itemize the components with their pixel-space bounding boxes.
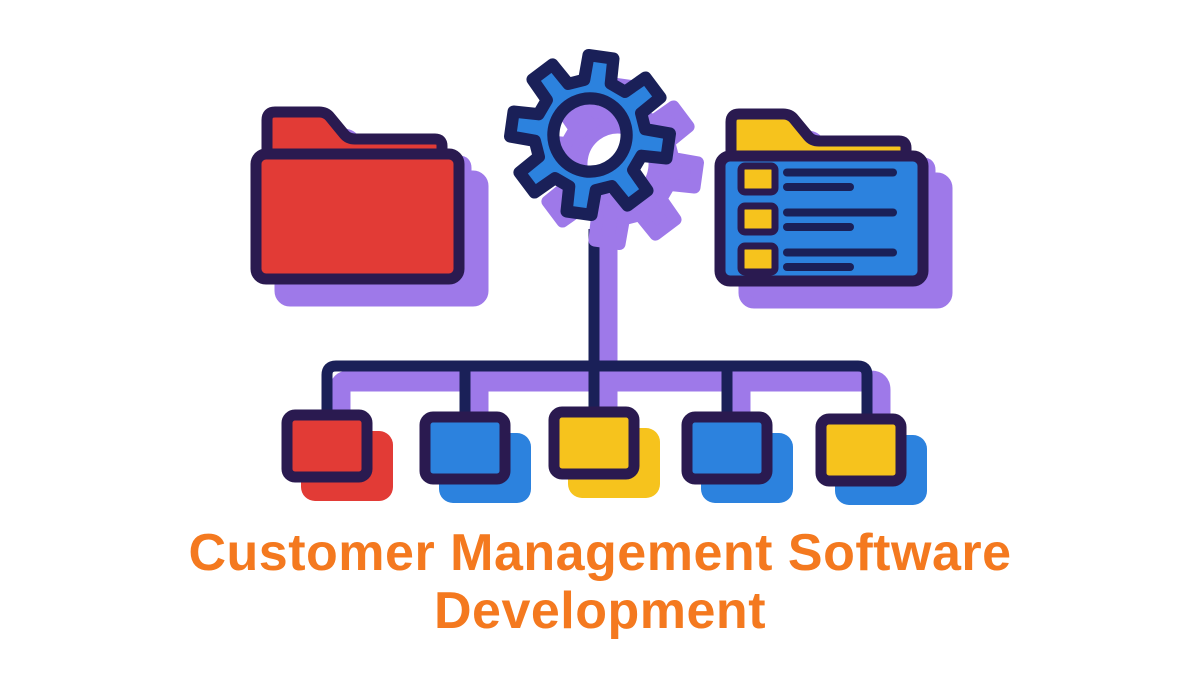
title-line-1: Customer Management Software	[188, 524, 1012, 582]
folder-body	[256, 154, 459, 279]
title-line-2: Development	[433, 582, 767, 640]
list-bullet-icon	[737, 202, 779, 236]
folder-list-row-3	[737, 242, 897, 276]
list-bullet-icon	[737, 162, 779, 196]
red-folder-icon	[256, 112, 483, 301]
child-node-2	[419, 411, 531, 503]
node-box	[548, 406, 640, 480]
child-node-4	[681, 411, 793, 503]
tree-lines	[321, 229, 873, 414]
org-tree	[321, 229, 891, 429]
page-title: Customer Management Software Development	[0, 524, 1200, 640]
blue-folder-icon	[720, 114, 947, 303]
node-box	[815, 413, 907, 487]
gear-icon	[501, 46, 707, 253]
list-bullet-icon	[737, 242, 779, 276]
child-node-5	[815, 413, 927, 505]
child-node-3	[548, 406, 660, 498]
node-box	[681, 411, 773, 485]
folder-list-row-1	[737, 162, 897, 196]
folder-list-row-2	[737, 202, 897, 236]
node-box	[419, 411, 511, 485]
tree-shadow	[329, 244, 891, 429]
child-node-1	[281, 409, 393, 501]
node-box	[281, 409, 373, 483]
